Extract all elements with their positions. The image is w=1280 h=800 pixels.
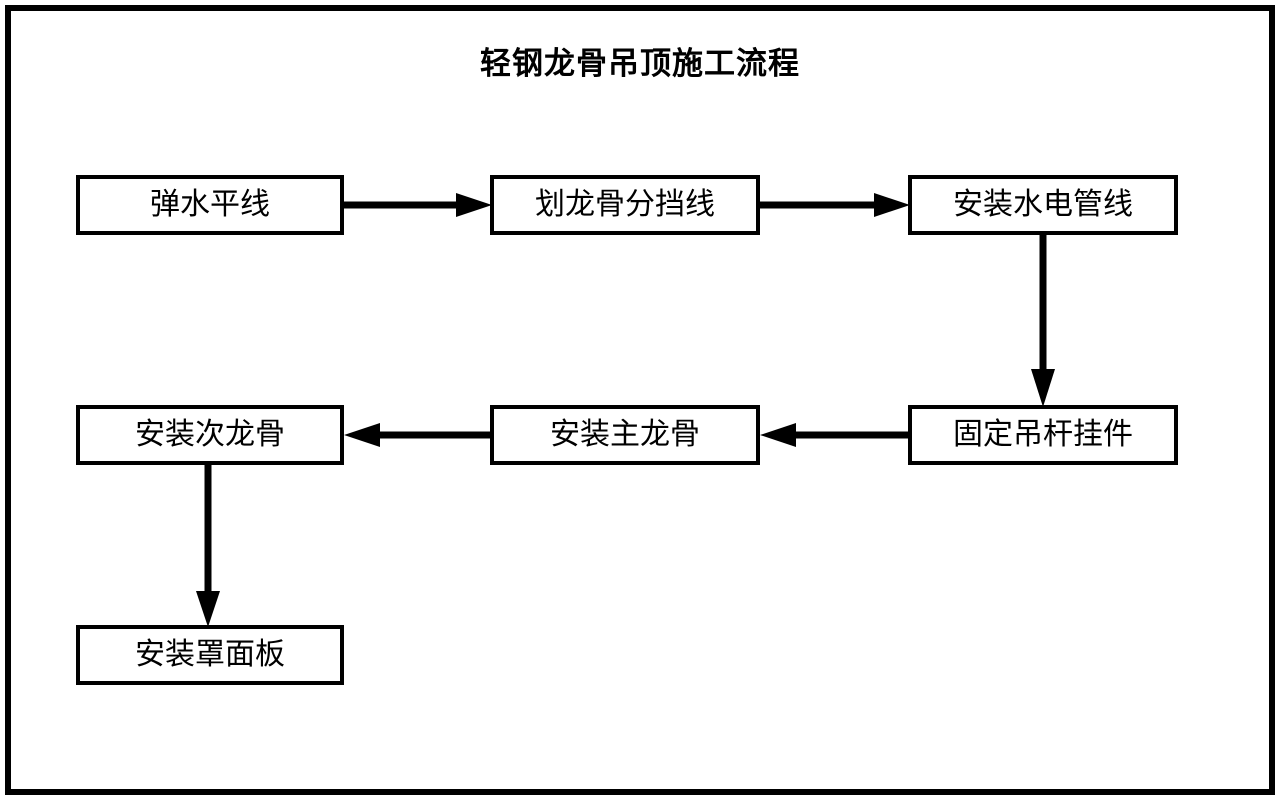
edge-arrow-down-n2-n3 bbox=[1031, 235, 1055, 407]
edge-arrow-right-n1-n2 bbox=[760, 193, 910, 217]
flow-node-anzhuang-zhu-long-gu[interactable]: 安装主龙骨 bbox=[490, 405, 760, 465]
edge-arrow-right-n0-n1 bbox=[344, 193, 492, 217]
flow-node-guding-diao-gan-gua-jian[interactable]: 固定吊杆挂件 bbox=[908, 405, 1178, 465]
flow-node-dan-shui-ping-xian[interactable]: 弹水平线 bbox=[76, 175, 344, 235]
flow-node-anzhuang-shui-dian-guan-xian[interactable]: 安装水电管线 bbox=[908, 175, 1178, 235]
flow-node-hua-long-gu-fen-dang-xian[interactable]: 划龙骨分挡线 bbox=[490, 175, 760, 235]
flow-node-anzhuang-ci-long-gu[interactable]: 安装次龙骨 bbox=[76, 405, 344, 465]
edge-arrow-left-n3-n4 bbox=[760, 423, 910, 447]
flow-node-anzhuang-zhao-mian-ban[interactable]: 安装罩面板 bbox=[76, 625, 344, 685]
page-title: 轻钢龙骨吊顶施工流程 bbox=[480, 46, 800, 81]
edge-arrow-down-n5-n6 bbox=[196, 465, 220, 627]
edge-arrow-left-n4-n5 bbox=[344, 423, 492, 447]
